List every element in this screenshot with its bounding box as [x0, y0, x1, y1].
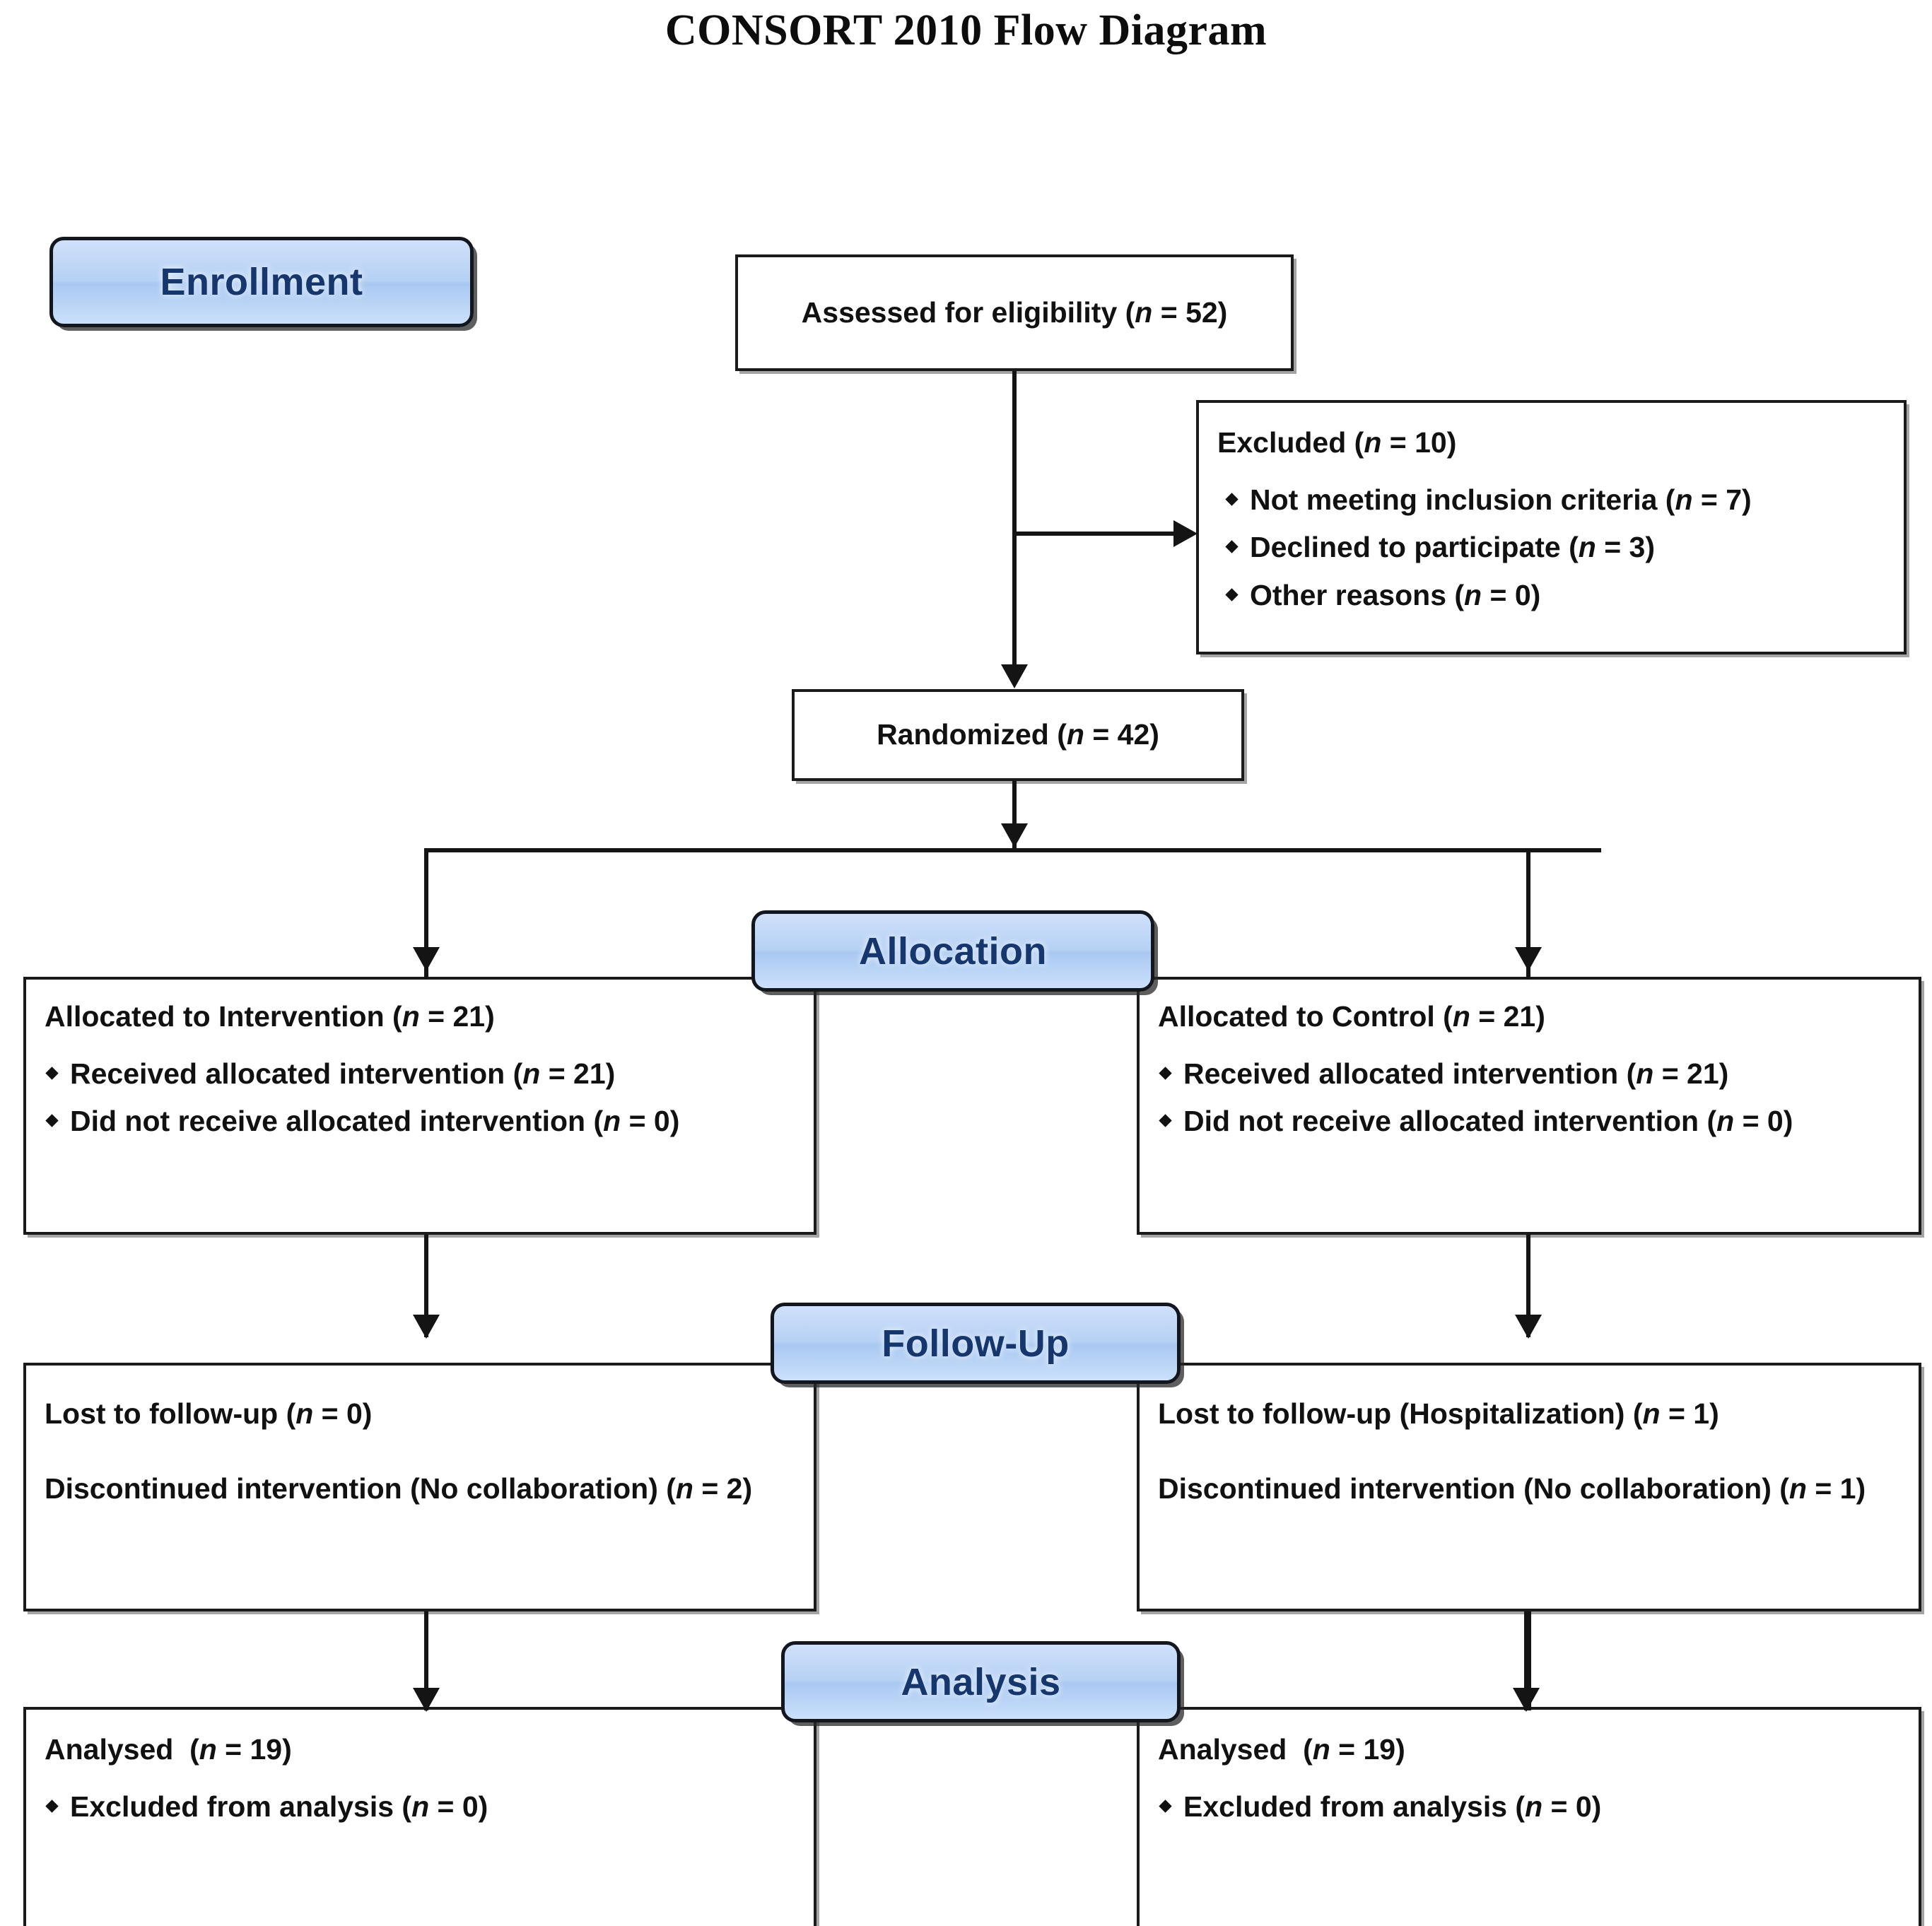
stage-badge-analysis: Analysis — [781, 1641, 1181, 1722]
stage-badge-allocation: Allocation — [751, 910, 1154, 992]
arrow-analysis-left — [413, 1688, 440, 1712]
node-allocation-intervention: Allocated to Intervention (n = 21) Recei… — [23, 977, 816, 1235]
node-excluded: Excluded (n = 10) Not meeting inclusion … — [1196, 400, 1907, 654]
stage-badge-analysis-label: Analysis — [901, 1660, 1061, 1703]
arrow-allocation-right — [1515, 947, 1542, 971]
node-allocation-right-heading: Allocated to Control (n = 21) — [1158, 1000, 1545, 1033]
node-randomized: Randomized (n = 42) — [792, 689, 1244, 781]
connector-split-right-down — [1526, 848, 1530, 979]
node-allocation-right-items: Received allocated intervention (n = 21)… — [1155, 1056, 1907, 1151]
stage-badge-enrollment-label: Enrollment — [160, 261, 363, 303]
node-analysis-right-items: Excluded from analysis (n = 0) — [1155, 1789, 1907, 1836]
node-analysis-left-heading: Analysed (n = 19) — [45, 1733, 292, 1766]
arrow-followup-left — [413, 1315, 440, 1339]
arrow-randomized-split — [1001, 823, 1028, 847]
arrow-followup-right — [1515, 1315, 1542, 1339]
node-excluded-heading: Excluded (n = 10) — [1217, 426, 1457, 459]
list-item: Excluded from analysis (n = 0) — [42, 1789, 802, 1825]
node-assessed-text: Assessed for eligibility (n = 52) — [801, 296, 1228, 329]
node-analysis-control: Analysed (n = 19) Excluded from analysis… — [1137, 1707, 1921, 1926]
connector-assessed-down — [1012, 371, 1017, 682]
node-analysis-intervention: Analysed (n = 19) Excluded from analysis… — [23, 1707, 816, 1926]
arrow-to-randomized — [1001, 664, 1028, 688]
connector-followup-left-down — [424, 1611, 428, 1710]
connector-split-bar — [424, 848, 1601, 852]
node-followup-intervention: Lost to follow-up (n = 0) Discontinued i… — [23, 1363, 816, 1611]
node-allocation-control: Allocated to Control (n = 21) Received a… — [1137, 977, 1921, 1235]
arrow-allocation-left — [413, 947, 440, 971]
list-item: Did not receive allocated intervention (… — [1155, 1103, 1907, 1139]
stage-badge-allocation-label: Allocation — [858, 929, 1047, 973]
node-followup-right-line2: Discontinued intervention (No collaborat… — [1158, 1472, 1866, 1505]
stage-badge-enrollment: Enrollment — [49, 237, 474, 327]
node-allocation-left-heading: Allocated to Intervention (n = 21) — [45, 1000, 495, 1033]
list-item: Received allocated intervention (n = 21) — [1155, 1056, 1907, 1092]
stage-badge-followup-label: Follow-Up — [882, 1322, 1070, 1365]
arrow-analysis-right — [1513, 1688, 1540, 1712]
node-analysis-right-heading: Analysed (n = 19) — [1158, 1733, 1405, 1766]
node-followup-left-line2: Discontinued intervention (No collaborat… — [45, 1472, 753, 1505]
page-title: CONSORT 2010 Flow Diagram — [665, 6, 1267, 54]
node-analysis-left-items: Excluded from analysis (n = 0) — [42, 1789, 802, 1836]
node-assessed-for-eligibility: Assessed for eligibility (n = 52) — [735, 254, 1294, 371]
connector-followup-right-down — [1524, 1611, 1531, 1710]
node-randomized-text: Randomized (n = 42) — [877, 718, 1159, 751]
node-followup-right-line1: Lost to follow-up (Hospitalization) (n =… — [1158, 1397, 1719, 1430]
stage-badge-followup: Follow-Up — [771, 1303, 1181, 1384]
node-allocation-left-items: Received allocated intervention (n = 21)… — [42, 1056, 802, 1151]
node-followup-left-line1: Lost to follow-up (n = 0) — [45, 1397, 373, 1430]
list-item: Declined to participate (n = 3) — [1222, 529, 1890, 565]
connector-split-left-down — [424, 848, 428, 979]
list-item: Did not receive allocated intervention (… — [42, 1103, 802, 1139]
connector-to-excluded — [1012, 532, 1182, 536]
list-item: Not meeting inclusion criteria (n = 7) — [1222, 482, 1890, 518]
connector-randomized-down — [1012, 781, 1017, 852]
connector-alloc-left-down — [424, 1235, 428, 1337]
arrow-to-excluded — [1173, 520, 1198, 547]
connector-alloc-right-down — [1526, 1235, 1530, 1337]
node-followup-control: Lost to follow-up (Hospitalization) (n =… — [1137, 1363, 1921, 1611]
list-item: Received allocated intervention (n = 21) — [42, 1056, 802, 1092]
list-item: Excluded from analysis (n = 0) — [1155, 1789, 1907, 1825]
list-item: Other reasons (n = 0) — [1222, 577, 1890, 613]
node-excluded-reasons: Not meeting inclusion criteria (n = 7) D… — [1222, 482, 1890, 625]
